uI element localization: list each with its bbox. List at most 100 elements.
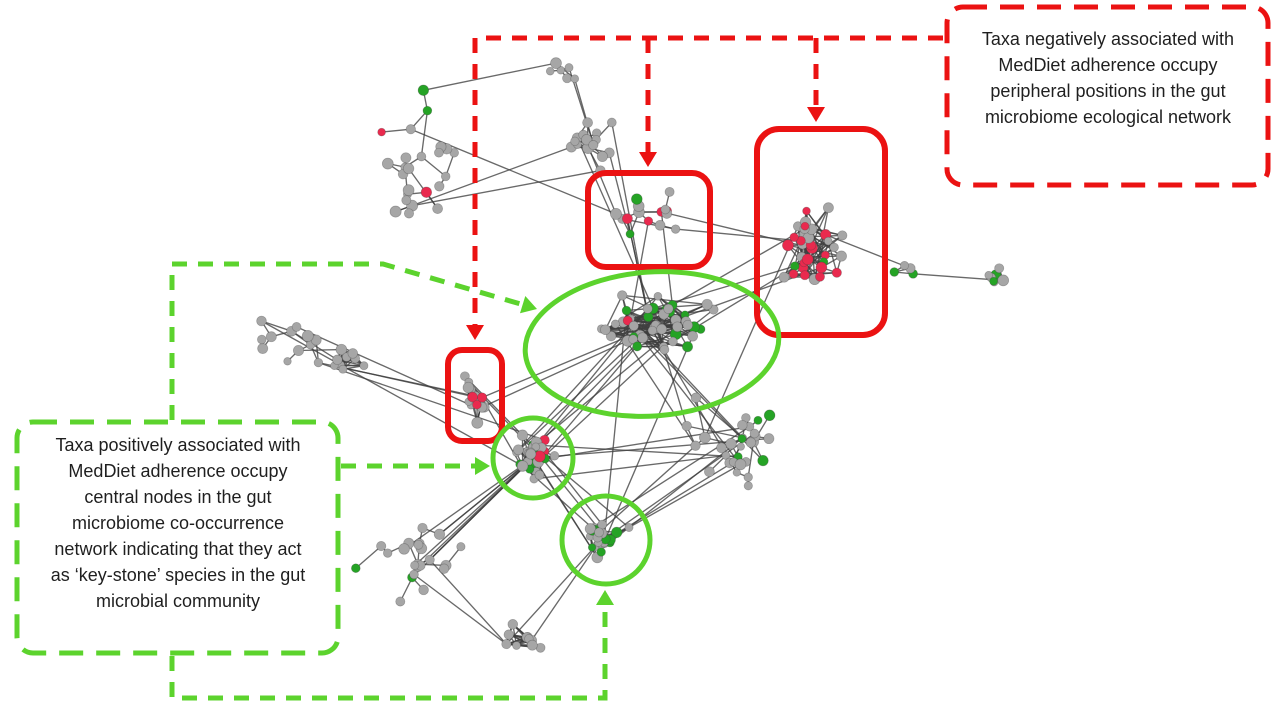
network-edge xyxy=(704,226,799,438)
network-node-gray xyxy=(531,442,541,452)
network-node-green xyxy=(351,563,361,573)
network-node-gray xyxy=(617,290,628,301)
network-node-gray xyxy=(549,451,560,461)
network-node-red xyxy=(831,267,842,278)
network-edge xyxy=(413,573,507,645)
network-node-gray xyxy=(659,344,670,355)
network-node-gray xyxy=(525,448,537,460)
network-node-green xyxy=(790,261,800,271)
network-node-gray xyxy=(732,468,741,477)
network-node-gray xyxy=(670,224,681,234)
network-edge xyxy=(576,137,663,329)
network-node-gray xyxy=(440,171,451,182)
network-node-green xyxy=(422,105,433,116)
network-node-gray xyxy=(763,433,775,445)
network-node-gray xyxy=(501,639,512,650)
network-edge xyxy=(622,294,708,306)
keystone-green-circle-2 xyxy=(559,493,653,587)
network-node-gray xyxy=(610,207,622,220)
network-node-gray xyxy=(292,344,305,357)
network-node-gray xyxy=(745,437,757,448)
network-nodes-layer xyxy=(256,57,1010,653)
network-node-gray xyxy=(899,260,910,271)
network-node-gray xyxy=(398,543,410,555)
network-node-red xyxy=(800,221,810,231)
network-node-gray xyxy=(660,204,671,215)
network-node-red xyxy=(467,391,478,403)
network-node-gray xyxy=(503,629,514,640)
network-node-gray xyxy=(749,428,760,439)
network-node-gray xyxy=(984,270,993,280)
network-node-gray xyxy=(403,208,415,219)
network-node-gray xyxy=(332,354,343,366)
network-edge xyxy=(825,234,911,269)
network-node-gray xyxy=(416,151,427,162)
network-node-red xyxy=(622,315,633,326)
network-edge xyxy=(804,234,827,276)
network-edge xyxy=(665,228,805,310)
network-edge xyxy=(532,444,739,458)
network-node-gray xyxy=(401,195,412,206)
network-node-gray xyxy=(389,205,402,218)
negative-callout-border xyxy=(944,4,1271,188)
network-node-gray xyxy=(647,325,658,336)
network-node-red xyxy=(782,239,794,252)
green-connector-circle1-arrowhead-icon xyxy=(475,457,490,475)
network-node-gray xyxy=(338,364,348,374)
network-node-gray xyxy=(570,136,580,146)
annotation-layer xyxy=(14,4,1271,701)
network-node-red xyxy=(799,270,810,281)
network-edge xyxy=(414,457,534,566)
network-edge xyxy=(439,457,534,535)
network-node-gray xyxy=(835,250,847,262)
network-node-gray xyxy=(456,542,466,552)
network-node-gray xyxy=(610,319,620,329)
network-node-red xyxy=(802,206,811,216)
network-node-green xyxy=(621,305,632,316)
network-node-gray xyxy=(628,320,639,332)
peripheral-red-box-right xyxy=(754,126,888,338)
network-node-green xyxy=(889,267,900,277)
network-node-green xyxy=(757,454,769,467)
network-node-gray xyxy=(687,330,699,342)
network-node-red xyxy=(789,232,799,242)
network-edge xyxy=(296,326,472,406)
network-node-green xyxy=(737,434,747,444)
network-node-gray xyxy=(721,451,731,460)
network-node-red xyxy=(788,269,799,279)
network-node-gray xyxy=(628,334,638,345)
network-edge xyxy=(604,295,623,330)
network-node-gray xyxy=(588,140,599,151)
network-edge xyxy=(420,110,429,157)
network-node-gray xyxy=(512,444,524,456)
network-edge xyxy=(603,310,628,543)
network-node-gray xyxy=(409,569,419,580)
network-node-gray xyxy=(424,554,435,565)
network-node-gray xyxy=(682,319,694,331)
network-node-gray xyxy=(507,619,519,630)
network-node-gray xyxy=(837,230,848,241)
network-node-gray xyxy=(359,361,369,371)
network-edge xyxy=(410,128,617,215)
network-node-gray xyxy=(672,321,683,333)
network-node-gray xyxy=(704,466,715,478)
network-node-gray xyxy=(701,298,713,310)
network-node-green xyxy=(631,193,643,205)
network-node-gray xyxy=(829,242,839,253)
green-connector-ellipse-arrowhead-icon xyxy=(520,296,537,314)
network-node-gray xyxy=(584,523,597,535)
positive-callout-border xyxy=(14,419,341,656)
network-node-gray xyxy=(434,181,445,192)
red-connector-right-arrowhead-icon xyxy=(807,107,825,122)
central-green-ellipse xyxy=(522,269,782,419)
network-edges-layer xyxy=(260,62,1004,649)
network-node-green xyxy=(587,543,597,552)
network-edge xyxy=(429,559,507,645)
network-node-gray xyxy=(637,332,649,344)
network-edge xyxy=(395,146,572,213)
network-node-gray xyxy=(654,219,666,231)
network-edge xyxy=(261,320,292,332)
network-node-gray xyxy=(743,481,753,491)
network-edge xyxy=(747,441,755,478)
